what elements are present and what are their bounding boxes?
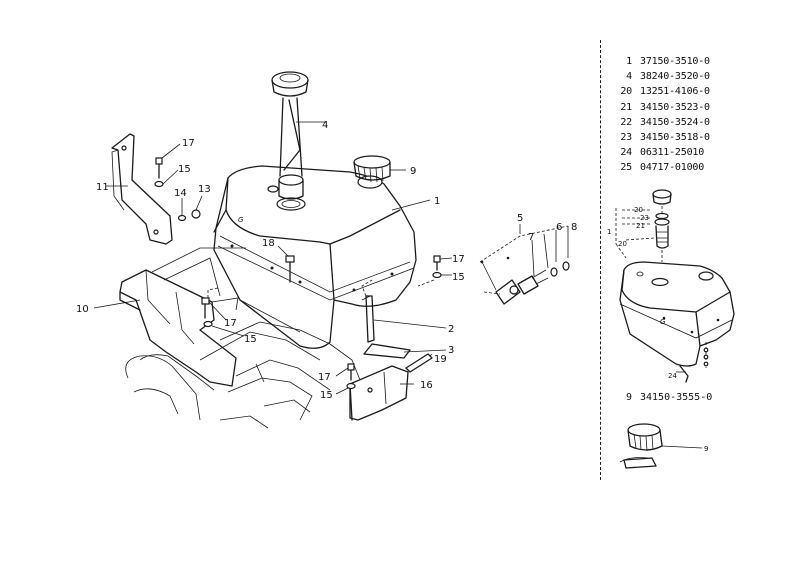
callout-4: 4 <box>322 120 328 131</box>
bracket-right-lower <box>349 365 414 421</box>
small-callout-20: 20 <box>634 206 643 214</box>
fuel-gauge-cap <box>271 71 326 200</box>
callout-3: 3 <box>448 345 454 356</box>
callout-1: 1 <box>434 196 440 207</box>
small-callout-9: 9 <box>704 445 708 453</box>
callout-17d: 17 <box>318 372 331 383</box>
small-filter-cap <box>619 423 703 469</box>
fuel-filter-cap <box>353 155 406 183</box>
small-callout-20b: 20 <box>618 240 627 248</box>
bracket-left-upper <box>106 133 173 245</box>
callout-5: 5 <box>517 213 523 224</box>
callout-17b: 17 <box>452 254 465 265</box>
small-callout-24: 24 <box>668 372 677 380</box>
support-bracket <box>363 343 447 359</box>
callout-17a: 17 <box>182 138 195 149</box>
callout-19: 19 <box>434 354 447 365</box>
small-callout-1: 1 <box>607 228 611 236</box>
callout-9: 9 <box>410 166 416 177</box>
fuel-tank: G <box>213 165 417 349</box>
nut-14-13 <box>177 195 203 222</box>
callout-14: 14 <box>174 188 187 199</box>
small-callout-23: 23 <box>640 214 649 222</box>
callout-10: 10 <box>76 304 89 315</box>
panel-divider <box>600 40 601 480</box>
small-tank-view: G <box>615 189 735 383</box>
tank-strap <box>361 279 447 343</box>
bolt-right-upper <box>417 255 453 287</box>
callout-2: 2 <box>448 324 454 335</box>
fuel-cock-assembly <box>479 224 570 305</box>
callout-15a: 15 <box>178 164 191 175</box>
svg-text:G: G <box>238 216 244 224</box>
callout-15c: 15 <box>244 334 257 345</box>
pin-19 <box>405 353 433 373</box>
callout-8: 8 <box>571 222 577 233</box>
callout-7: 7 <box>528 232 534 243</box>
callout-13: 13 <box>198 184 211 195</box>
bolt-right-lower <box>335 363 356 395</box>
bolt-18 <box>277 245 295 283</box>
bracket-left-lower <box>93 269 237 387</box>
callout-6: 6 <box>556 222 562 233</box>
bolt-left-lower <box>201 287 245 337</box>
callout-15b: 15 <box>452 272 465 283</box>
parts-list-extra: 9 34150-3555-0 <box>625 392 713 403</box>
callout-15d: 15 <box>320 390 333 401</box>
callout-18: 18 <box>262 238 275 249</box>
callout-17c: 17 <box>224 318 237 329</box>
bolt-upper-left <box>154 143 181 188</box>
callout-16: 16 <box>420 380 433 391</box>
small-callout-21: 21 <box>636 222 645 230</box>
callout-11: 11 <box>96 182 109 193</box>
svg-text:G: G <box>660 318 666 326</box>
tractor-frame <box>125 247 361 429</box>
